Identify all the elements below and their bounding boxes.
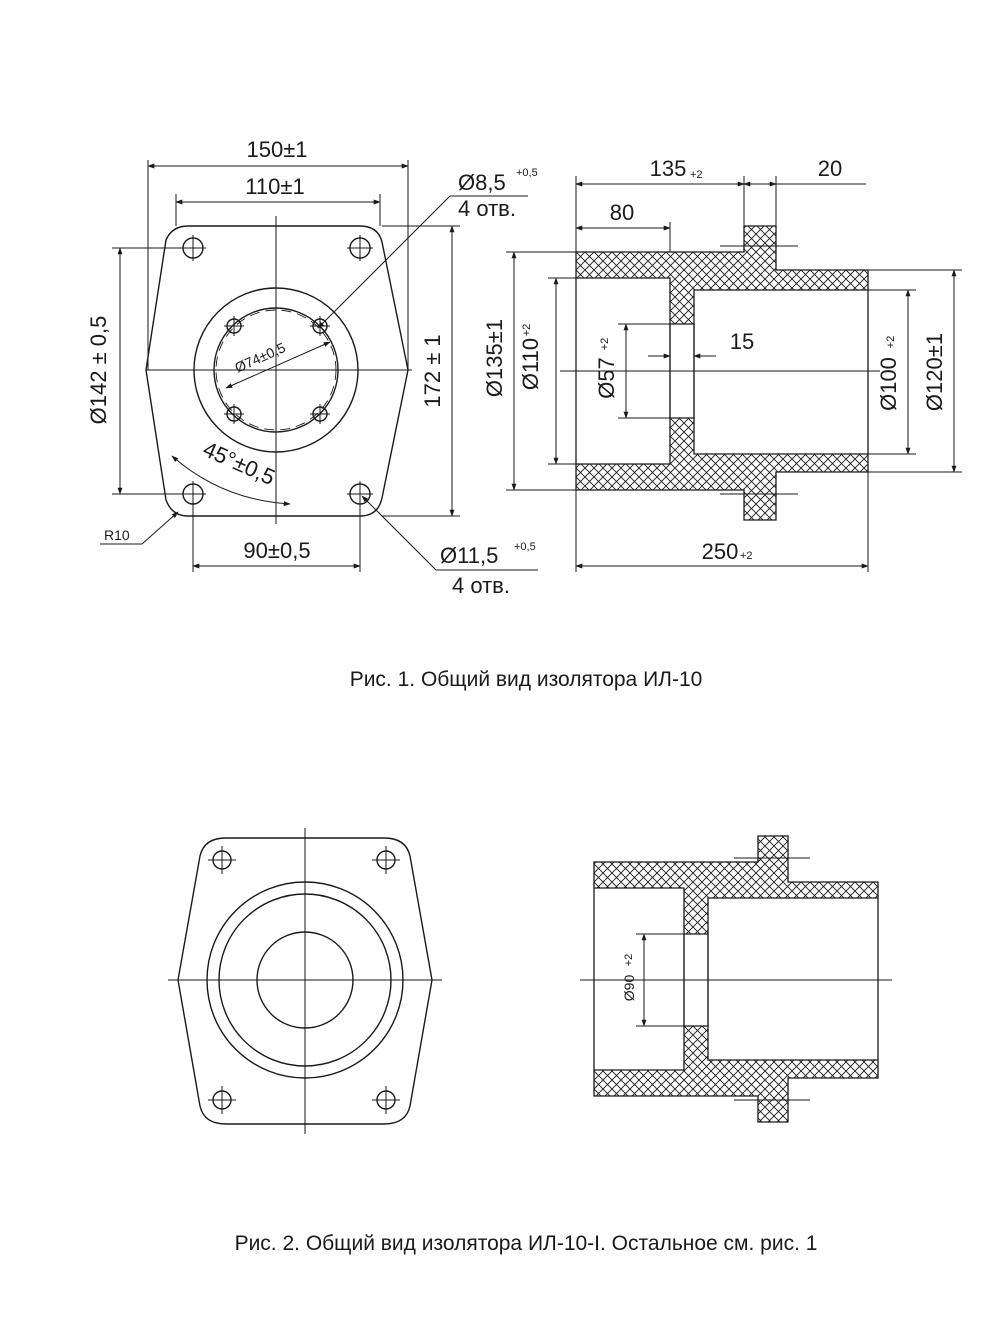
fig1-web-thickness: 15 — [730, 329, 754, 354]
fig1-dia-hole-tol: +2 — [599, 338, 611, 351]
fig1-length-total-tol: +2 — [740, 550, 753, 562]
fig1-len-to-flange-tol: +2 — [690, 169, 703, 181]
fig1-dia-hole: Ø57 — [594, 357, 619, 399]
fig1-dia-bore-left-tol: +2 — [521, 324, 533, 337]
fig1-width-top: 110±1 — [245, 174, 304, 199]
fig2-front-outline — [177, 837, 433, 1125]
fig2-section-view: Ø90 +2 — [580, 835, 892, 1123]
fig1-flange-width: 20 — [818, 156, 842, 181]
fig1-dia-bore-left: Ø110 — [518, 338, 543, 390]
fig1-front-outline — [145, 225, 409, 517]
fig1-height-flats: Ø142 ± 0,5 — [86, 316, 111, 425]
fig2-dia-hole-tol: +2 — [623, 954, 635, 967]
fig1-dia-outer-right: Ø120±1 — [922, 333, 947, 411]
fig1-front-view: 150±1 110±1 Ø142 ± 0,5 172 ± 1 Ø74±0,5 Ø… — [86, 137, 538, 598]
fig1-length-total: 250 — [702, 539, 739, 564]
fig1-len-to-flange: 135 — [650, 156, 687, 181]
fig1-dia-bore-right-tol: +2 — [885, 336, 897, 349]
fig2-dia-hole: Ø90 — [621, 975, 637, 1002]
fig1-dia-outer-left: Ø135±1 — [482, 319, 507, 397]
fig1-caption: Рис. 1. Общий вид изолятора ИЛ-10 — [350, 668, 703, 691]
fig1-small-holes — [224, 316, 330, 424]
fig1-radius: R10 — [104, 527, 130, 543]
fig1-hole-large-count: 4 отв. — [452, 573, 510, 598]
fig1-bore-depth: 80 — [610, 200, 634, 225]
fig1-section-view: 135 +2 20 80 15 Ø135±1 Ø110 +2 Ø57 +2 Ø1… — [482, 156, 962, 572]
fig1-section-hatch — [575, 225, 869, 521]
fig2-corner-holes — [208, 846, 400, 1114]
fig1-hole-small-tol: +0,5 — [516, 167, 538, 179]
fig1-hole-large-dia: Ø11,5 — [440, 543, 498, 568]
fig1-height-overall: 172 ± 1 — [420, 334, 445, 407]
fig2-front-view — [168, 828, 442, 1134]
fig1-hole-small-count: 4 отв. — [458, 196, 516, 221]
fig1-dia-bore-right: Ø100 — [876, 357, 901, 411]
fig1-angle: 45°±0,5 — [199, 436, 279, 490]
fig1-width-overall: 150±1 — [246, 137, 307, 162]
fig1-hole-spacing: 90±0,5 — [243, 538, 310, 563]
fig1-hole-large-tol: +0,5 — [514, 541, 536, 553]
fig2-caption: Рис. 2. Общий вид изолятора ИЛ-10-I. Ост… — [235, 1232, 818, 1255]
fig1-hole-small-dia: Ø8,5 — [458, 170, 506, 195]
